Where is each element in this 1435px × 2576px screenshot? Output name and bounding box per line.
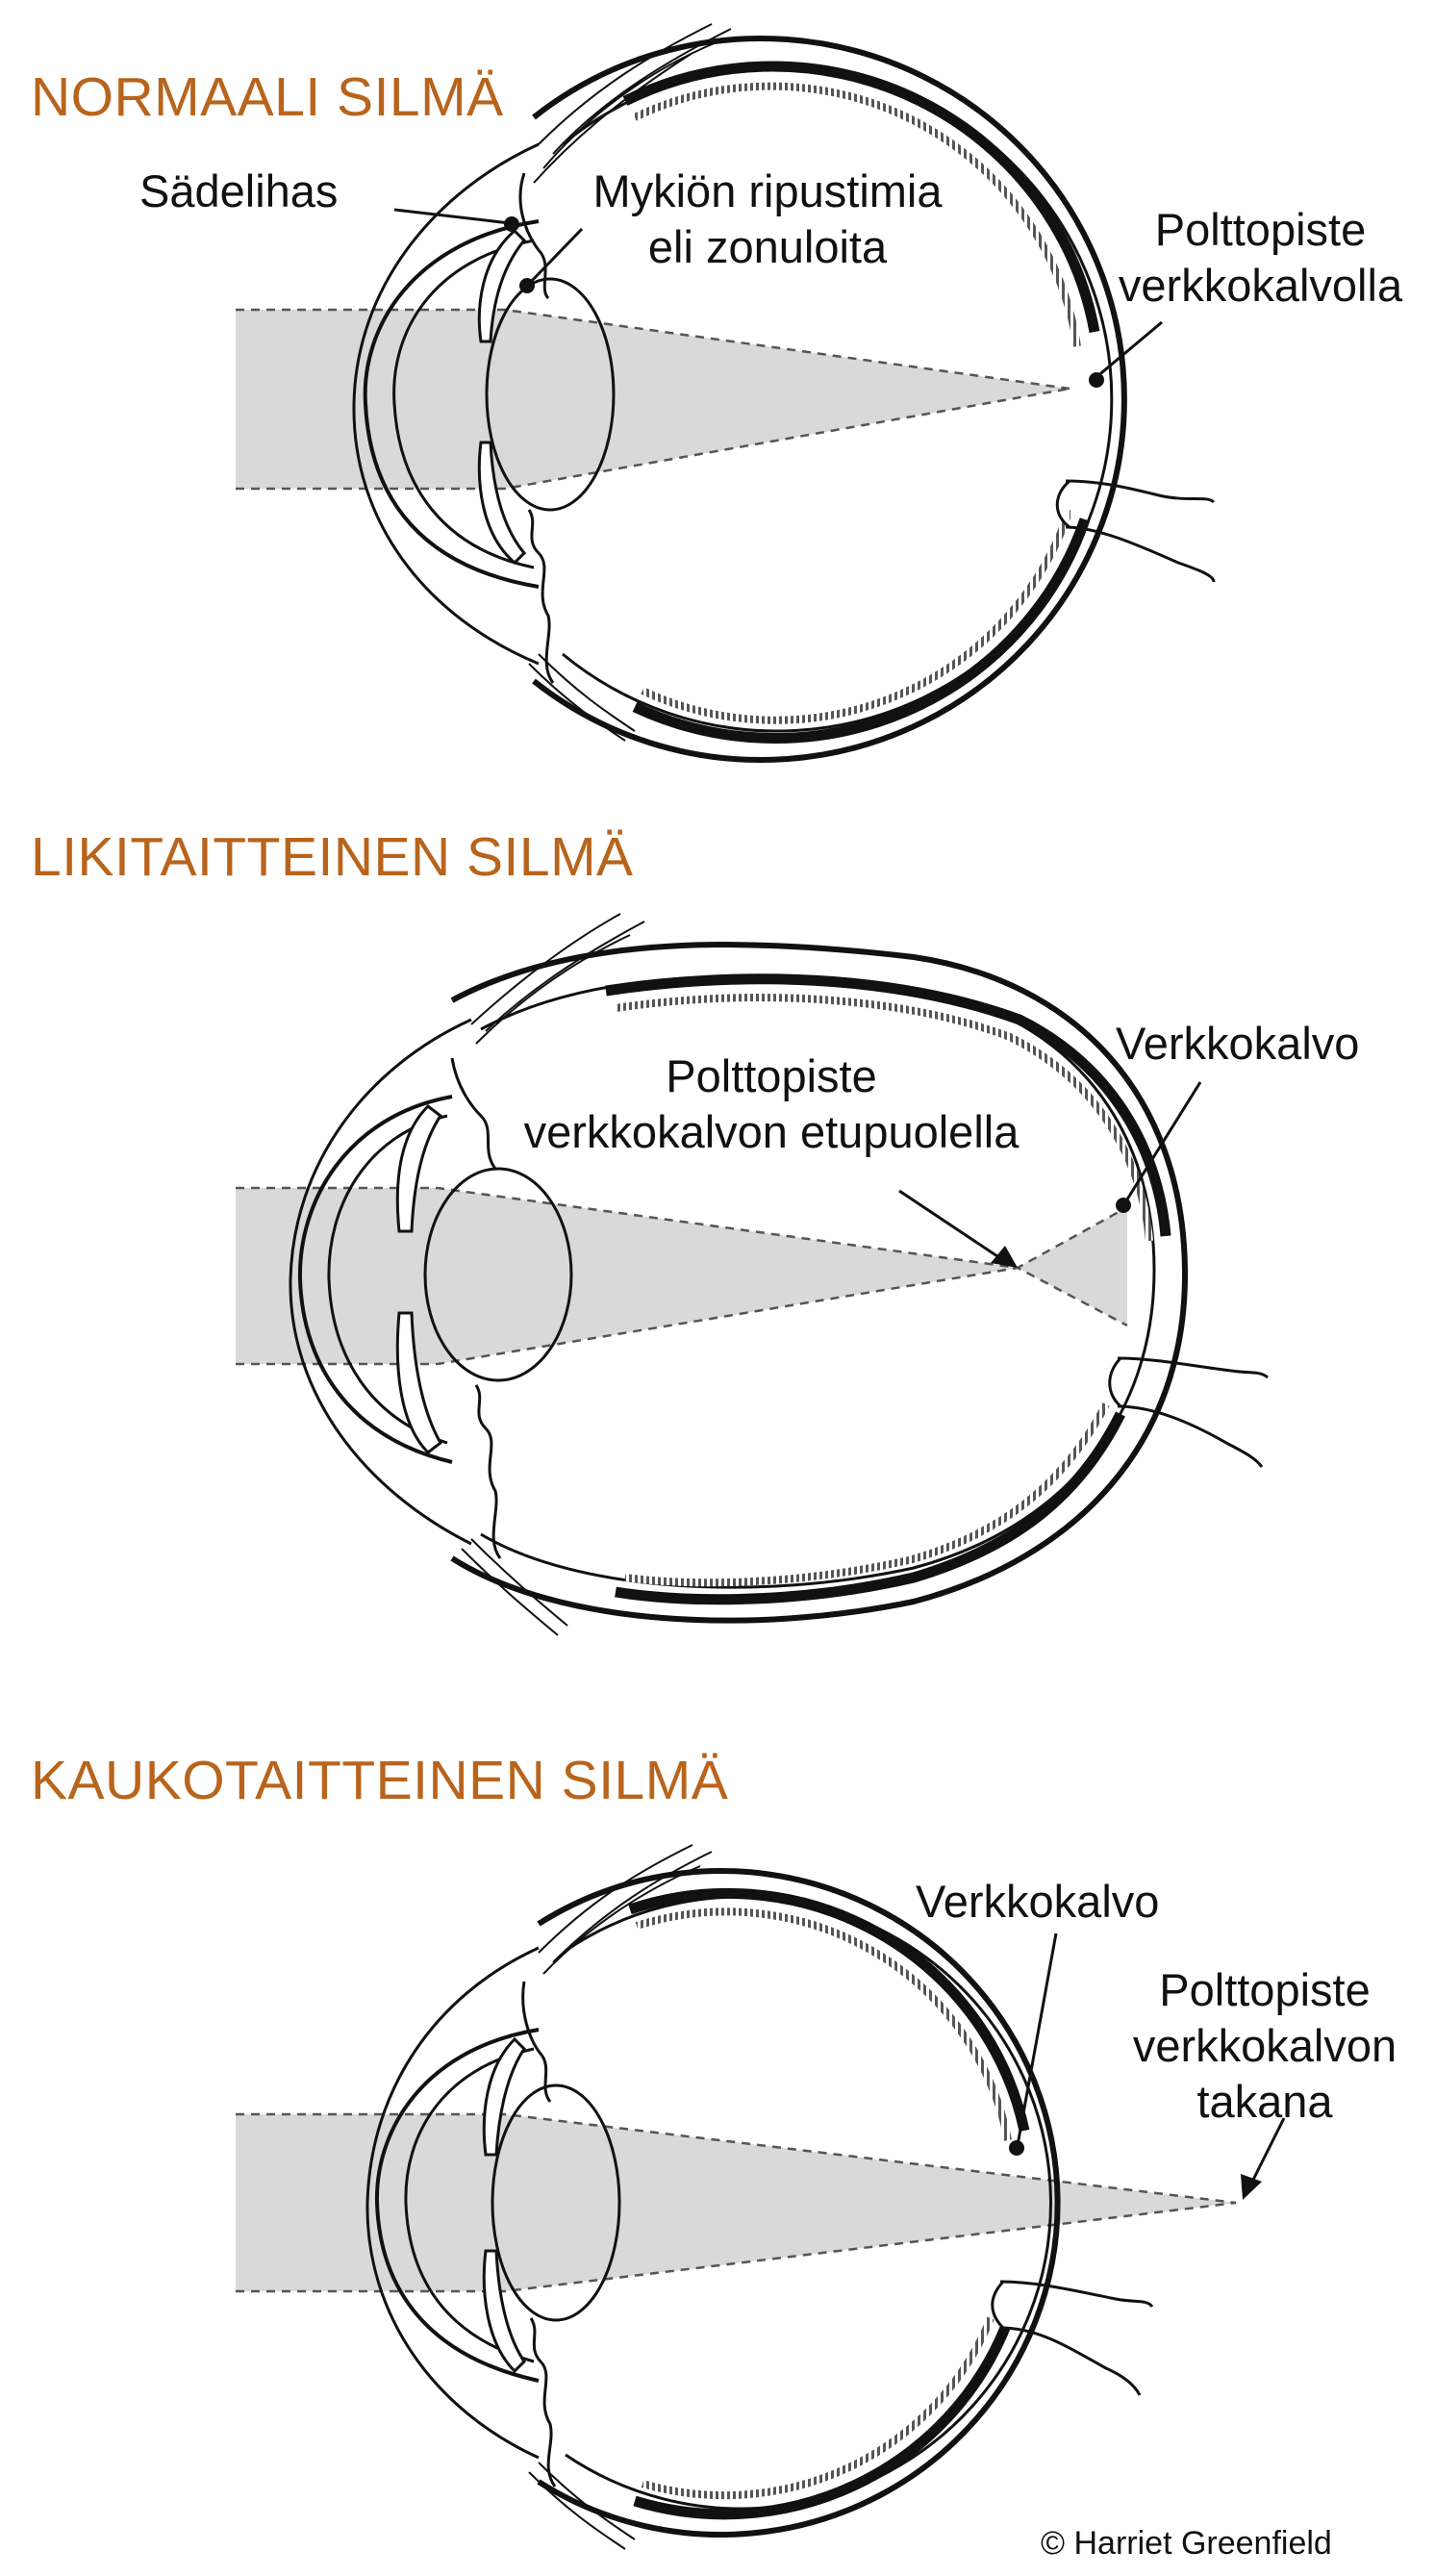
normal-focus-leader bbox=[1095, 320, 1163, 379]
normal-outer-wall bbox=[352, 142, 540, 666]
hyperopic-focus-label: Polttopiste verkkokalvon takana bbox=[1106, 1962, 1423, 2130]
hyperopic-retina-lower bbox=[641, 2316, 994, 2500]
hyperopic-beam-edge-top bbox=[236, 2112, 1237, 2205]
normal-focus-dot bbox=[1089, 372, 1104, 388]
normal-ciliary-dot bbox=[504, 216, 519, 232]
normal-ciliary-body-lower bbox=[527, 509, 555, 684]
normal-beam-edge-top bbox=[236, 308, 1070, 391]
hyperopic-focus-label-line1: Polttopiste bbox=[1159, 1964, 1371, 2015]
zonule-label-line2: eli zonuloita bbox=[647, 221, 888, 272]
myopic-outer-wall bbox=[289, 1018, 472, 1546]
myopic-choroid-band-lower bbox=[615, 1411, 1125, 1605]
hyperopic-lens bbox=[491, 2084, 621, 2322]
normal-retina bbox=[633, 82, 1081, 347]
myopic-eye-title: LIKITAITTEINEN SILMÄ bbox=[31, 826, 634, 888]
normal-muscle-strands bbox=[533, 23, 732, 184]
hyperopic-retina-dot bbox=[1009, 2140, 1024, 2156]
normal-zonule-dot bbox=[519, 278, 535, 293]
myopic-cornea-inner bbox=[327, 1114, 448, 1445]
hyperopic-iris-upper bbox=[482, 2036, 526, 2157]
myopic-focus-label: Polttopiste verkkokalvon etupuolella bbox=[492, 1048, 1050, 1160]
hyperopic-focus-arrowhead bbox=[1241, 2174, 1262, 2200]
normal-ciliary-leader bbox=[393, 208, 511, 225]
normal-choroid-band bbox=[622, 61, 1100, 333]
myopic-retina-label: Verkkokalvo bbox=[1116, 1018, 1360, 1069]
myopic-lens bbox=[423, 1167, 573, 1382]
myopic-choroid-band bbox=[605, 973, 1171, 1237]
hyperopic-iris-lower bbox=[482, 2249, 526, 2374]
hyperopic-muscle-strands-lower bbox=[528, 2462, 636, 2550]
hyperopic-outer-wall bbox=[365, 1946, 540, 2460]
normal-beam-edge-bottom bbox=[236, 387, 1070, 491]
normal-lens bbox=[485, 277, 616, 512]
hyperopic-focus-label-line3: takana bbox=[1196, 2076, 1333, 2127]
hyperopic-focus-leader bbox=[1248, 2117, 1286, 2186]
hyperopic-optic-nerve bbox=[999, 2280, 1154, 2396]
myopic-iris-upper bbox=[395, 1104, 443, 1233]
myopic-ciliary-upper bbox=[450, 1057, 497, 1170]
hyperopic-choroid-band bbox=[628, 1887, 1030, 2133]
normal-retina-lower bbox=[641, 508, 1073, 724]
hyperopic-ciliary-lower bbox=[529, 2317, 557, 2488]
myopic-focus-arrowhead bbox=[991, 1246, 1018, 1268]
normal-iris-lower bbox=[477, 441, 527, 566]
normal-muscle-strands-lower bbox=[528, 653, 636, 742]
normal-focus-label-line1: Polttopiste bbox=[1154, 204, 1367, 255]
normal-optic-nerve bbox=[1065, 479, 1216, 583]
zonule-label: Mykiön ripustimia eli zonuloita bbox=[566, 164, 969, 275]
normal-light-beam bbox=[236, 310, 1070, 489]
zonule-label-line1: Mykiön ripustimia bbox=[592, 165, 943, 216]
myopic-retina-leader bbox=[1123, 1081, 1202, 1203]
normal-iris-upper bbox=[477, 228, 527, 343]
normal-choroid-band-lower bbox=[632, 518, 1091, 744]
hyperopic-choroid-band-lower bbox=[633, 2325, 1011, 2520]
myopic-retina bbox=[615, 994, 1153, 1242]
myopic-optic-nerve bbox=[1117, 1356, 1269, 1468]
myopic-retina-dot bbox=[1116, 1198, 1131, 1213]
normal-focus-label-line2: verkkokalvolla bbox=[1118, 260, 1403, 311]
myopic-sclera-outer bbox=[450, 942, 1189, 1624]
hyperopic-muscle-strands bbox=[538, 1844, 713, 1975]
normal-eye-title: NORMAALI SILMÄ bbox=[31, 66, 504, 128]
ciliary-muscle-label: Sädelihas bbox=[139, 165, 339, 216]
normal-ciliary-body-upper bbox=[518, 172, 550, 300]
hyperopic-retina bbox=[635, 1907, 1012, 2141]
normal-zonule-leader bbox=[527, 227, 584, 286]
myopic-diverging-beam bbox=[1018, 1207, 1127, 1326]
myopic-ciliary-lower bbox=[474, 1384, 502, 1559]
normal-focus-label: Polttopiste verkkokalvolla bbox=[1095, 202, 1426, 314]
normal-cornea-inner bbox=[392, 239, 535, 569]
hyperopic-cornea-inner bbox=[404, 2047, 535, 2363]
normal-eye-diagram bbox=[236, 23, 1216, 763]
normal-sclera-outer bbox=[532, 36, 1127, 763]
hyperopic-eye-title: KAUKOTAITTEINEN SILMÄ bbox=[31, 1750, 729, 1811]
hyperopic-focus-label-line2: verkkokalvon bbox=[1132, 2020, 1397, 2071]
hyperopic-eye-diagram bbox=[236, 1844, 1286, 2550]
normal-cornea-outer bbox=[363, 219, 540, 589]
myopic-beam-edge-bottom bbox=[236, 1266, 1128, 1366]
myopic-eye-diagram bbox=[236, 913, 1269, 1636]
myopic-retina-lower bbox=[624, 1402, 1110, 1587]
myopic-optic-disc bbox=[1108, 1356, 1122, 1408]
hyperopic-retina-leader bbox=[1016, 1932, 1058, 2146]
myopic-beam-edge-top bbox=[236, 1186, 1128, 1270]
hyperopic-optic-disc bbox=[991, 2280, 1005, 2330]
myopic-muscle-strands-lower bbox=[461, 1538, 568, 1636]
myopic-focus-leader bbox=[898, 1189, 1001, 1260]
hyperopic-cornea-outer bbox=[374, 2028, 540, 2383]
myopic-focus-label-line1: Polttopiste bbox=[666, 1050, 877, 1101]
hyperopic-light-beam bbox=[236, 2114, 1236, 2291]
hyperopic-ciliary-upper bbox=[521, 1981, 552, 2103]
myopic-muscle-strands bbox=[470, 913, 645, 1045]
myopic-iris-lower bbox=[395, 1311, 442, 1454]
hyperopic-sclera-outer bbox=[537, 1868, 1061, 2538]
hyperopic-retina-label: Verkkokalvo bbox=[916, 1876, 1160, 1927]
normal-optic-disc bbox=[1055, 479, 1071, 529]
myopic-cornea-outer bbox=[297, 1095, 453, 1464]
hyperopic-beam-edge-bottom bbox=[236, 2201, 1237, 2293]
copyright-credit: © Harriet Greenfield bbox=[1041, 2525, 1332, 2562]
myopic-focus-label-line2: verkkokalvon etupuolella bbox=[523, 1106, 1020, 1157]
